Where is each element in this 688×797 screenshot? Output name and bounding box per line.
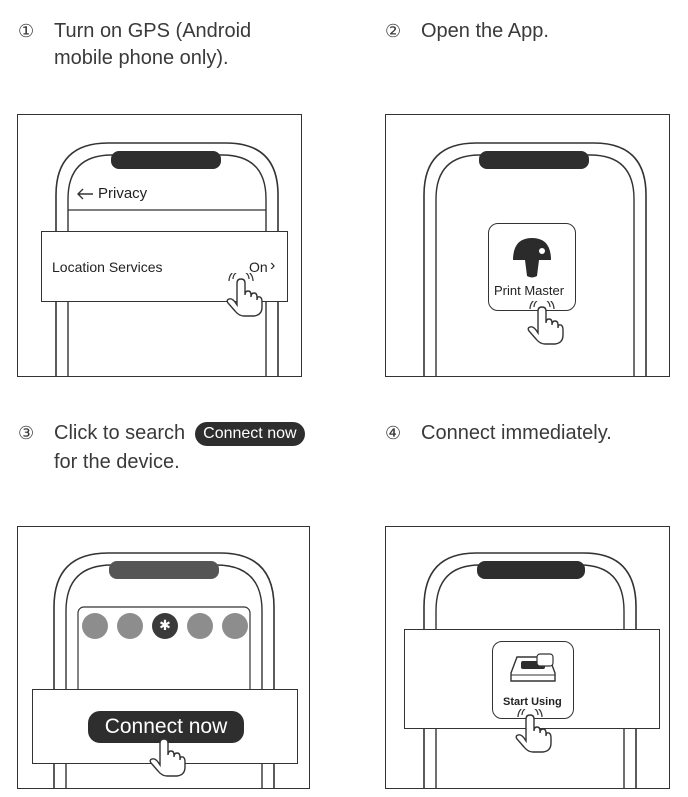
location-services-value: On xyxy=(249,259,268,275)
start-using-label: Start Using xyxy=(503,696,562,708)
phone-outline xyxy=(55,142,279,376)
phone-outline xyxy=(423,142,647,376)
device-dots: ✱ xyxy=(82,613,252,643)
printer-icon xyxy=(510,653,556,682)
device-dot xyxy=(187,613,213,639)
phone-notch xyxy=(111,151,221,169)
chevron-right-icon: › xyxy=(270,257,276,274)
start-using-button[interactable]: Start Using xyxy=(492,641,574,719)
step-number: ③ xyxy=(18,423,35,443)
connect-now-inline-badge: Connect now xyxy=(195,422,305,446)
bluetooth-icon: ✱ xyxy=(152,613,178,639)
phone-outline xyxy=(53,552,275,788)
mushroom-logo-icon xyxy=(513,238,551,278)
step-text-line1: Connect immediately. xyxy=(421,422,612,444)
location-services-label: Location Services xyxy=(52,259,163,275)
step-text-line1: Open the App. xyxy=(421,20,549,42)
step-number: ④ xyxy=(385,423,402,443)
connect-now-button[interactable]: Connect now xyxy=(88,711,244,743)
arrow-left-icon xyxy=(77,188,93,200)
step-text: Click to search xyxy=(54,422,186,444)
print-master-app-name: Print Master xyxy=(494,283,565,298)
privacy-back-label: Privacy xyxy=(98,185,148,202)
print-master-app-tile[interactable]: Print Master xyxy=(488,223,576,311)
panel-open-app: Print Master xyxy=(385,114,670,377)
tap-hand-icon xyxy=(149,733,186,777)
tap-hand-icon xyxy=(527,301,564,345)
step-text-line2: mobile phone only). xyxy=(54,47,229,69)
tap-hand-icon xyxy=(515,709,552,753)
phone-outline xyxy=(423,552,637,788)
step-text-line1: Click to search Connect now xyxy=(54,420,305,447)
location-services-row[interactable]: Location Services On › xyxy=(41,231,288,302)
phone-notch xyxy=(109,561,219,579)
step-text-line2: for the device. xyxy=(54,451,180,473)
panel-gps-settings: Privacy Location Services On › xyxy=(17,114,302,377)
start-using-strip: Start Using xyxy=(404,629,660,729)
device-dot xyxy=(117,613,143,639)
bluetooth-glyph: ✱ xyxy=(159,617,171,633)
step-text-line1: Turn on GPS (Android xyxy=(54,20,252,42)
panel-search-device: ✱ Connect now xyxy=(17,526,310,789)
panel-connect-immediately: Start Using xyxy=(385,526,670,789)
tap-hand-icon xyxy=(226,273,263,317)
step-number: ② xyxy=(385,21,402,41)
device-dot xyxy=(82,613,108,639)
step-number: ① xyxy=(18,21,35,41)
phone-notch xyxy=(479,151,589,169)
device-dot xyxy=(222,613,248,639)
phone-notch xyxy=(477,561,585,579)
